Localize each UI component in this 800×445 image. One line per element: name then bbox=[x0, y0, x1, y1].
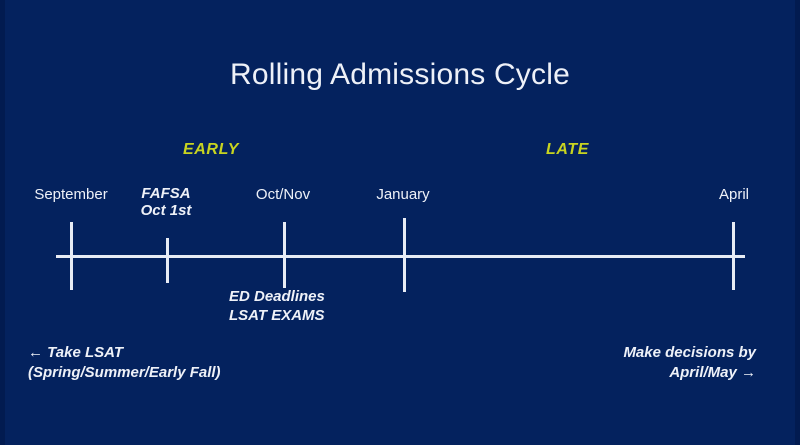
tick-label-fafsa-line1: FAFSA bbox=[141, 185, 191, 202]
arrow-right-icon: → bbox=[741, 363, 756, 381]
right-edge-shade bbox=[795, 0, 800, 445]
arrow-left-icon: ← bbox=[28, 344, 43, 361]
tick-label-fafsa: FAFSA Oct 1st bbox=[118, 185, 214, 219]
tick-fafsa bbox=[166, 238, 169, 283]
phase-label-early: EARLY bbox=[183, 141, 240, 158]
note-make-decisions-line1: Make decisions by bbox=[623, 344, 756, 361]
tick-oct-nov bbox=[283, 222, 286, 288]
note-make-decisions-line2: April/May → bbox=[623, 363, 756, 383]
phase-label-late: LATE bbox=[546, 141, 589, 158]
sub-label-ed-deadlines: ED Deadlines LSAT EXAMS bbox=[229, 288, 325, 326]
tick-label-oct-nov: Oct/Nov bbox=[255, 186, 311, 203]
tick-april bbox=[732, 222, 735, 290]
tick-label-april: April bbox=[718, 186, 749, 203]
timeline-axis bbox=[56, 255, 745, 258]
note-make-decisions-text: April/May bbox=[669, 363, 737, 381]
sub-label-line1: ED Deadlines bbox=[229, 288, 325, 305]
note-take-lsat-text: Take LSAT bbox=[47, 344, 124, 361]
note-take-lsat-line2: (Spring/Summer/Early Fall) bbox=[28, 363, 221, 381]
tick-september bbox=[70, 222, 73, 290]
tick-label-january: January bbox=[376, 186, 430, 203]
tick-label-september: September bbox=[34, 186, 108, 203]
tick-january bbox=[403, 218, 406, 292]
left-edge-shade bbox=[0, 0, 5, 445]
note-take-lsat-line1: ← Take LSAT bbox=[28, 343, 221, 363]
note-take-lsat: ← Take LSAT (Spring/Summer/Early Fall) bbox=[28, 343, 221, 382]
tick-label-fafsa-line2: Oct 1st bbox=[140, 202, 192, 219]
page-title: Rolling Admissions Cycle bbox=[230, 58, 570, 91]
sub-label-line2: LSAT EXAMS bbox=[229, 306, 325, 324]
note-make-decisions: Make decisions by April/May → bbox=[623, 343, 756, 382]
